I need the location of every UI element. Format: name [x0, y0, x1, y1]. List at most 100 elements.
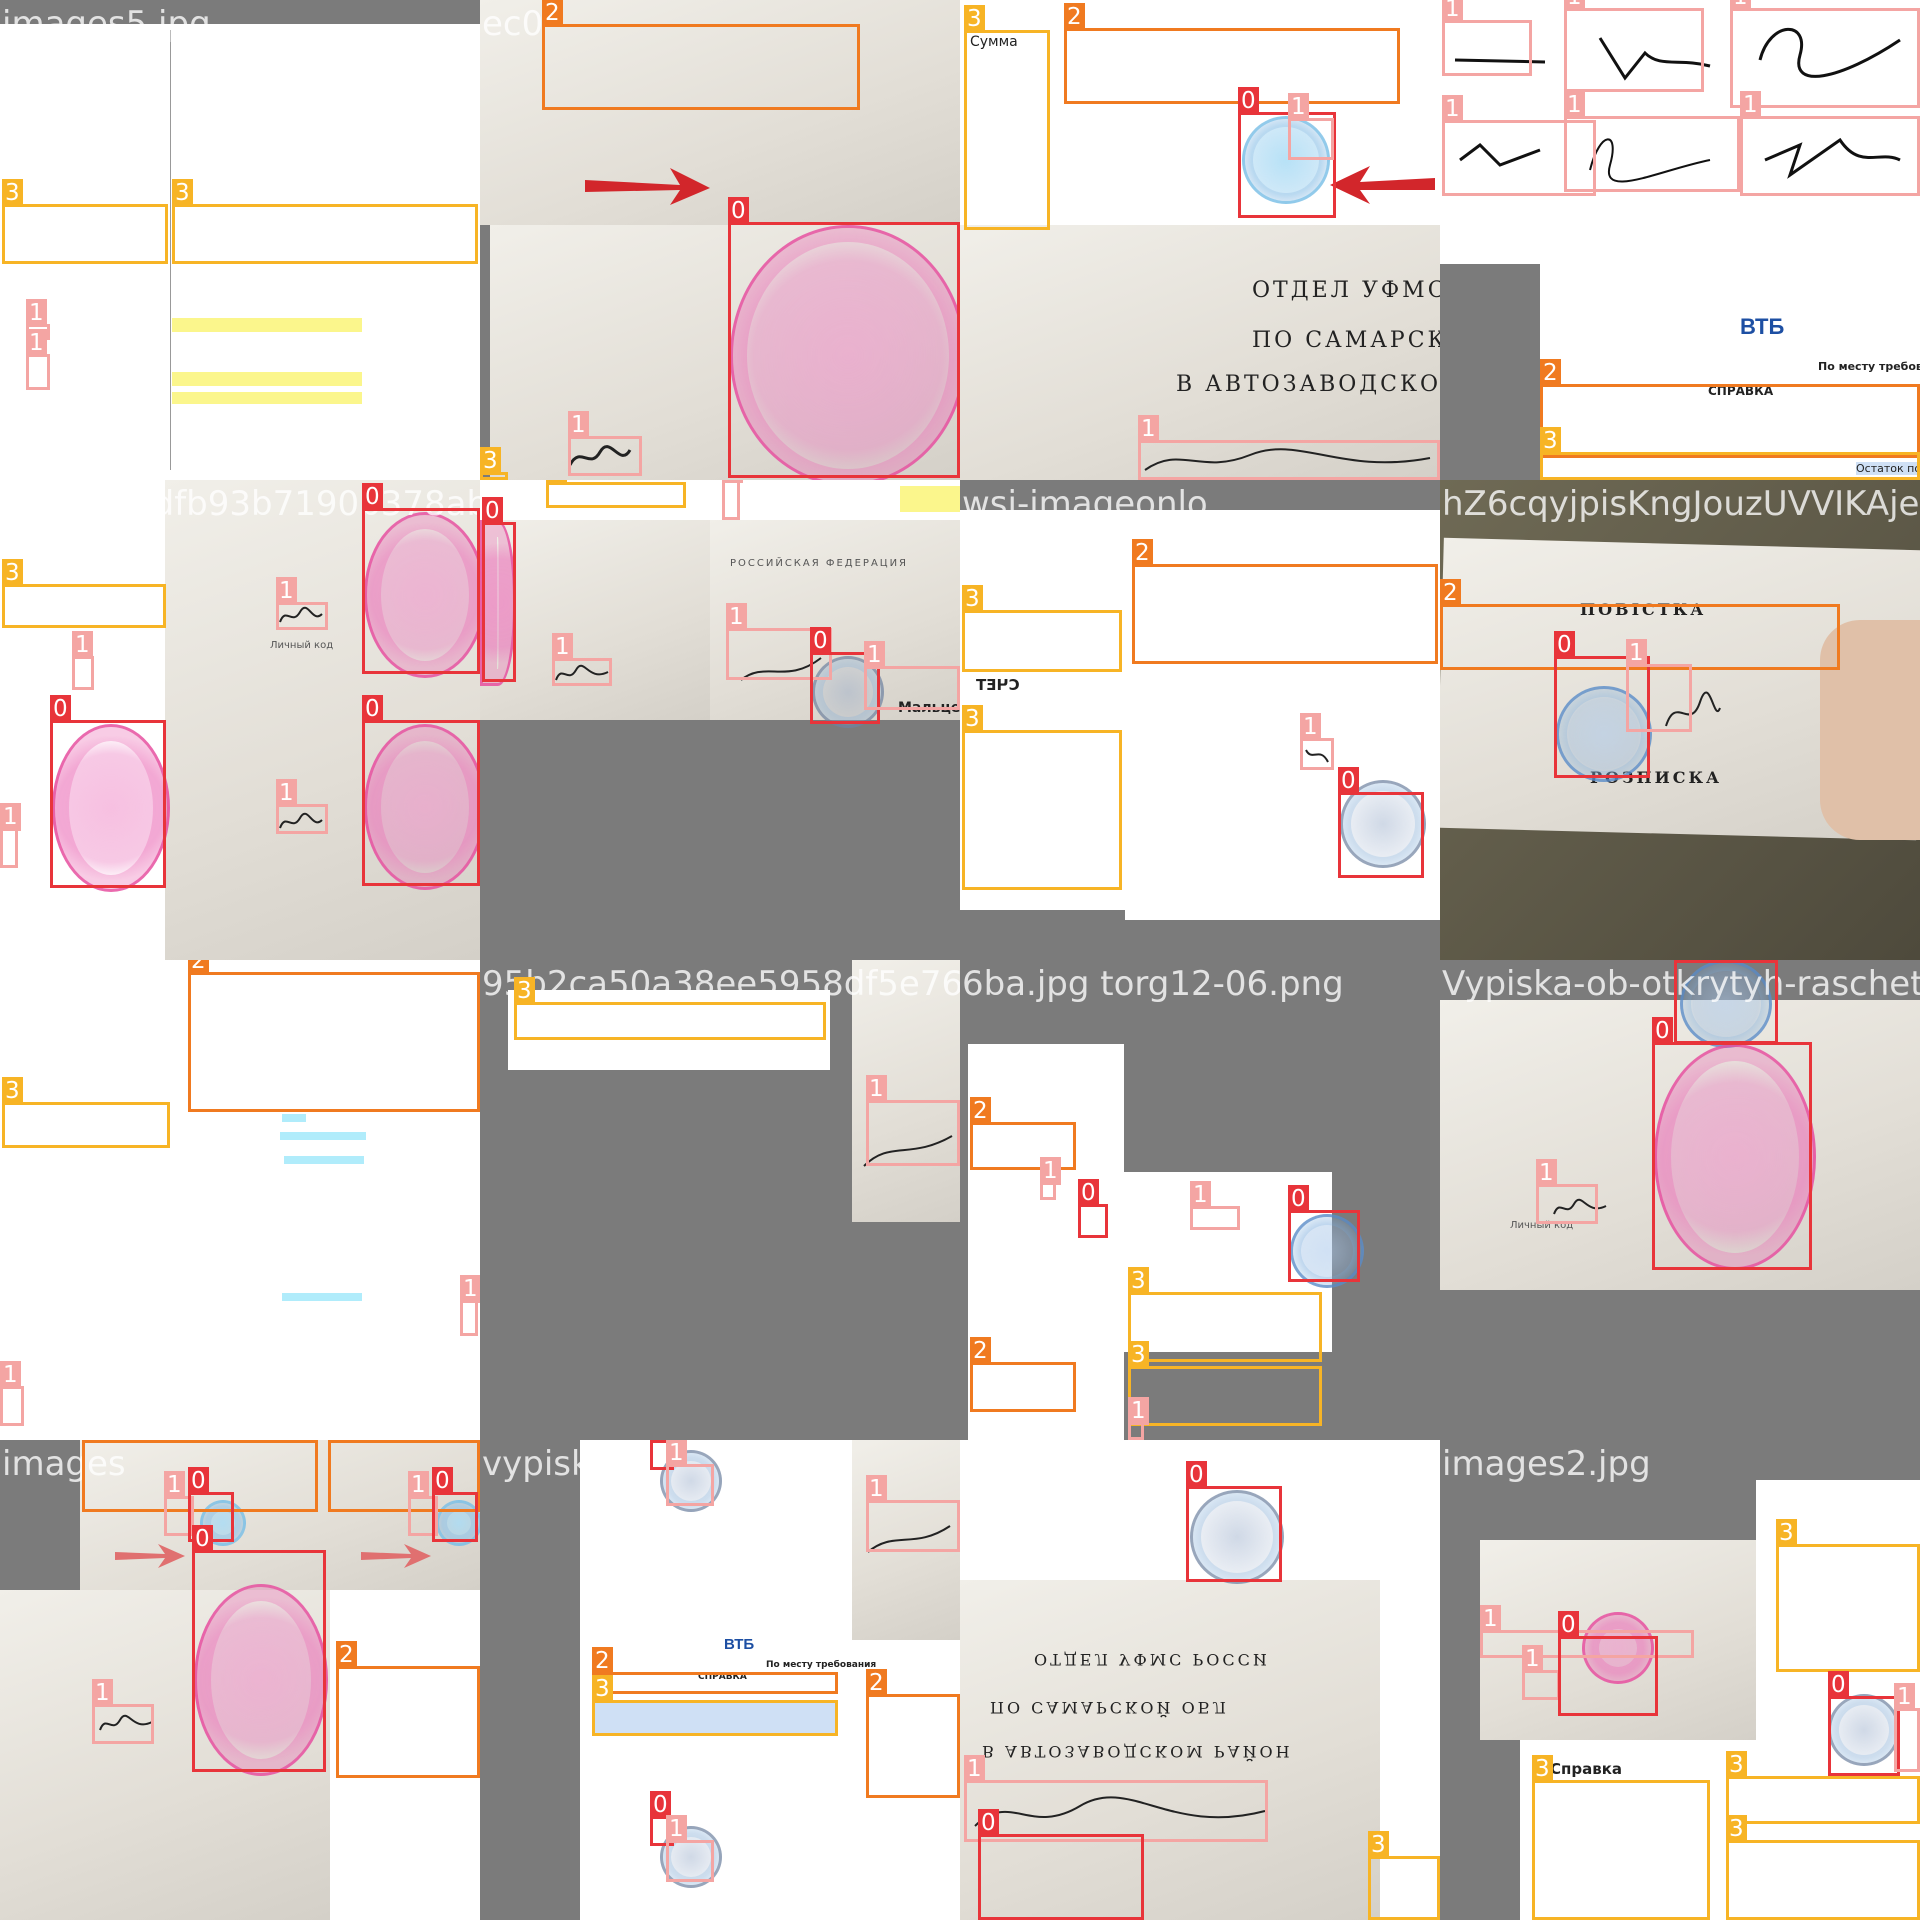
detection-box-table: 3 — [1128, 1341, 1322, 1426]
detection-box-signature: 1 — [1128, 1397, 1149, 1440]
document-page — [0, 960, 480, 1440]
stamp-image — [660, 1450, 722, 1512]
document-text: ПО САМАРСКОЙ — [1252, 328, 1440, 353]
mosaic-tile-11: 6ba.jpg torg12-06.png 2 1 0 1 0 3 2 3 1 — [960, 960, 1440, 1440]
hand — [1820, 620, 1920, 840]
document-text: ОТДЕЛ УФМС РОССИ — [1034, 1650, 1270, 1669]
signature-image — [1598, 37, 1711, 81]
stamp-image — [1828, 1694, 1900, 1766]
table-line — [170, 30, 171, 470]
mosaic-tile-13: images 2 2 1 0 1 0 0 1 2 — [0, 1440, 480, 1920]
document-page — [330, 1590, 480, 1920]
highlight — [172, 318, 362, 332]
document-page — [0, 480, 165, 960]
stamp-image — [1290, 1214, 1364, 1288]
signature-image — [1665, 691, 1721, 727]
mosaic-tile-12: Личный код Vypiska-ob-otkrytyh-raschet 0… — [1440, 960, 1920, 1440]
document-text: ОТДЕЛ УФМС — [1252, 278, 1440, 303]
mosaic-tile-4: ВТБ По месту требования СПРАВКА Остаток … — [1440, 0, 1920, 480]
mosaic-tile-7: СЧЕТ wsi-imageonlo 2 3 3 1 0 — [960, 480, 1440, 960]
signature-image — [863, 1135, 953, 1167]
mosaic-tile-6: РОССИЙСКАЯ ФЕДЕРАЦИЯ Мальцева 3 1 0 1 1 … — [480, 480, 960, 960]
mosaic-tile-15: ОТДЕЛ УФМС РОССИ ПО САМАРСКОЙ ОБЛ В АВТО… — [960, 1440, 1440, 1920]
document-text: По месту требования — [766, 1660, 877, 1670]
mosaic-tile-3: Сумма ОТДЕЛ УФМС ПО САМАРСКОЙ В АВТОЗАВО… — [960, 0, 1440, 480]
vtb-logo: ВТБ — [724, 1636, 755, 1653]
mosaic-tile-2: ec0 2 0 1 0 1 3 — [480, 0, 960, 480]
signature-image — [740, 657, 822, 681]
tile-filename: 6ba.jpg torg12-06.png — [962, 964, 1344, 1004]
stamp-image — [52, 724, 170, 892]
highlight — [282, 1114, 306, 1122]
document-page — [960, 510, 1125, 910]
document-text: Мальцева — [898, 700, 960, 716]
stamp-image — [436, 1500, 480, 1546]
signature-image — [279, 606, 323, 623]
signature-image — [1764, 137, 1901, 179]
signature-sheet — [1440, 0, 1920, 264]
signature-image — [1459, 143, 1541, 167]
document-text: В АВТОЗАВОДСКОМ — [1176, 372, 1440, 397]
document-text: Личный код — [270, 640, 334, 651]
mosaic-tile-9: Vipiskaizbanka.jpg 2 3 1 1 — [0, 960, 480, 1440]
document-title: Справка — [1550, 1760, 1623, 1778]
signature-image — [1758, 27, 1901, 78]
stamp-image — [1582, 1612, 1654, 1684]
table-header-band — [592, 1702, 838, 1734]
table-header: Сумма — [970, 34, 1018, 50]
arrow-icon — [585, 168, 710, 205]
signature-image — [867, 1525, 951, 1553]
stamp-image — [660, 1826, 722, 1888]
mosaic-tile-1: images5.jpg 3 3 1 1 — [0, 0, 480, 480]
stamp-image — [364, 512, 480, 678]
highlight — [280, 1132, 366, 1140]
stamp-image — [730, 225, 960, 480]
signature-image — [1553, 1198, 1607, 1215]
signature-image — [1144, 448, 1431, 471]
stamp-image — [480, 520, 516, 686]
table-header: Остаток по — [1856, 462, 1920, 475]
document-photo — [480, 520, 710, 720]
highlight — [900, 486, 960, 512]
signature-image — [1454, 58, 1546, 64]
document-text: В АВТОЗАВОДСКОМ РАЙОН — [982, 1742, 1293, 1761]
signature-image — [974, 1796, 1266, 1827]
document-title: СЧЕТ — [976, 676, 1020, 694]
mosaic-tile-5: Личный код 35a9205dfb93b7190b378ab 0 3 1… — [0, 480, 480, 960]
document-photo — [80, 1440, 480, 1590]
signature-image — [99, 1714, 153, 1731]
highlight — [282, 1293, 362, 1301]
arrow-icon — [1330, 166, 1435, 204]
stamp-image — [194, 1584, 328, 1776]
vtb-logo: ВТБ — [1740, 314, 1785, 339]
stamp-image — [1242, 116, 1330, 204]
document-photo — [960, 1580, 1380, 1920]
stamp-image — [1680, 960, 1772, 1048]
signature-image — [555, 664, 609, 681]
document-text: РОССИЙСКАЯ ФЕДЕРАЦИЯ — [730, 558, 908, 569]
document-page — [1380, 1440, 1440, 1920]
document-text: ПО САМАРСКОЙ ОБЛ — [990, 1698, 1229, 1717]
stamp-image — [1654, 1044, 1816, 1270]
tile-filename: images2.jpg — [1442, 1444, 1651, 1484]
document-page — [852, 1640, 960, 1920]
document-photo — [852, 960, 960, 1222]
document-text: По месту требования — [1818, 360, 1920, 373]
highlight — [284, 1156, 364, 1164]
signature-image — [1589, 138, 1711, 183]
document-photo — [480, 0, 960, 225]
arrow-icon — [361, 1544, 431, 1568]
document-page — [0, 24, 480, 480]
mosaic-tile-8: ПОВІСТКА РОЗПИСКА hZ6cqyjpisKngJouzUVVIK… — [1440, 480, 1920, 960]
mosaic-tile-10: 95b2ca50a38ee5958df5e76b 3 1 — [480, 960, 960, 1440]
stamp-image — [1556, 686, 1652, 782]
document-page — [968, 1044, 1124, 1440]
mosaic-tile-14: ВТБ По месту требования СПРАВКА vypiska … — [480, 1440, 960, 1920]
signature-image — [1305, 749, 1329, 763]
document-page — [508, 990, 830, 1070]
highlight — [172, 392, 362, 404]
stamp-image — [1190, 1490, 1284, 1584]
highlight — [172, 372, 362, 386]
signature-image — [568, 445, 632, 466]
